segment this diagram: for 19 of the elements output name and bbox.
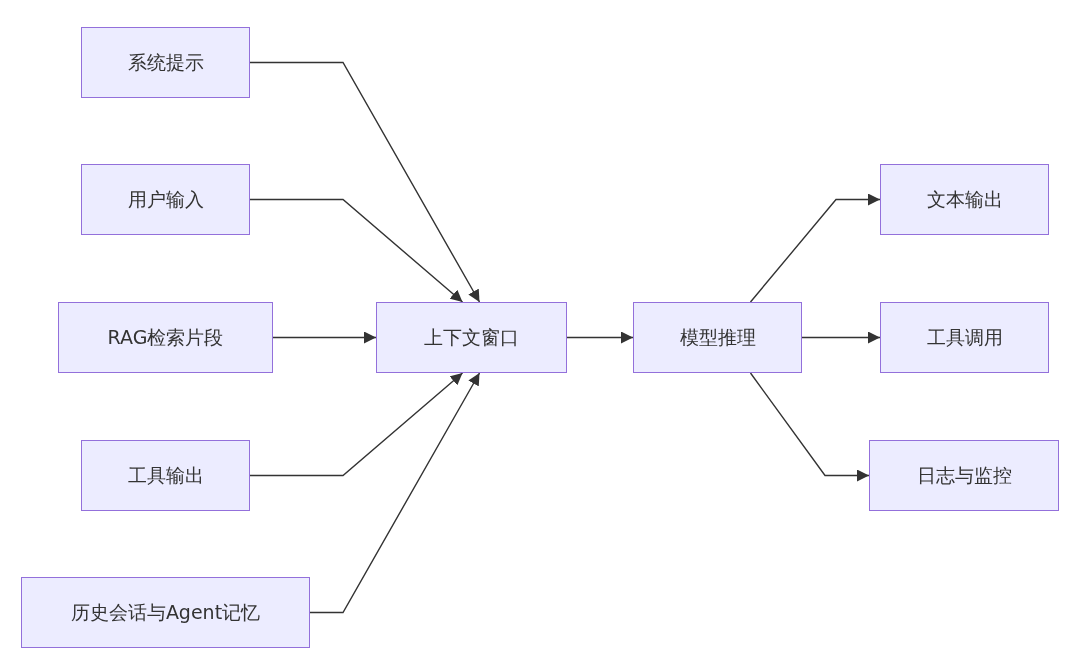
arrow [249,61,481,303]
arrow [309,372,481,614]
arrow [272,331,377,344]
process-box: RAG检索片段 [58,302,273,373]
process-box: 日志与监控 [869,440,1059,511]
process-box: 文本输出 [880,164,1049,235]
arrow [566,331,634,344]
arrow [749,372,870,482]
process-box: 工具输出 [81,440,250,511]
process-box: 系统提示 [81,27,250,98]
process-box: 历史会话与Agent记忆 [21,577,310,648]
process-box: 用户输入 [81,164,250,235]
arrow [749,193,881,303]
process-box: 上下文窗口 [376,302,567,373]
arrow [249,198,464,303]
process-box: 工具调用 [880,302,1049,373]
arrow [249,372,464,477]
arrow [801,331,881,344]
process-box: 模型推理 [633,302,802,373]
